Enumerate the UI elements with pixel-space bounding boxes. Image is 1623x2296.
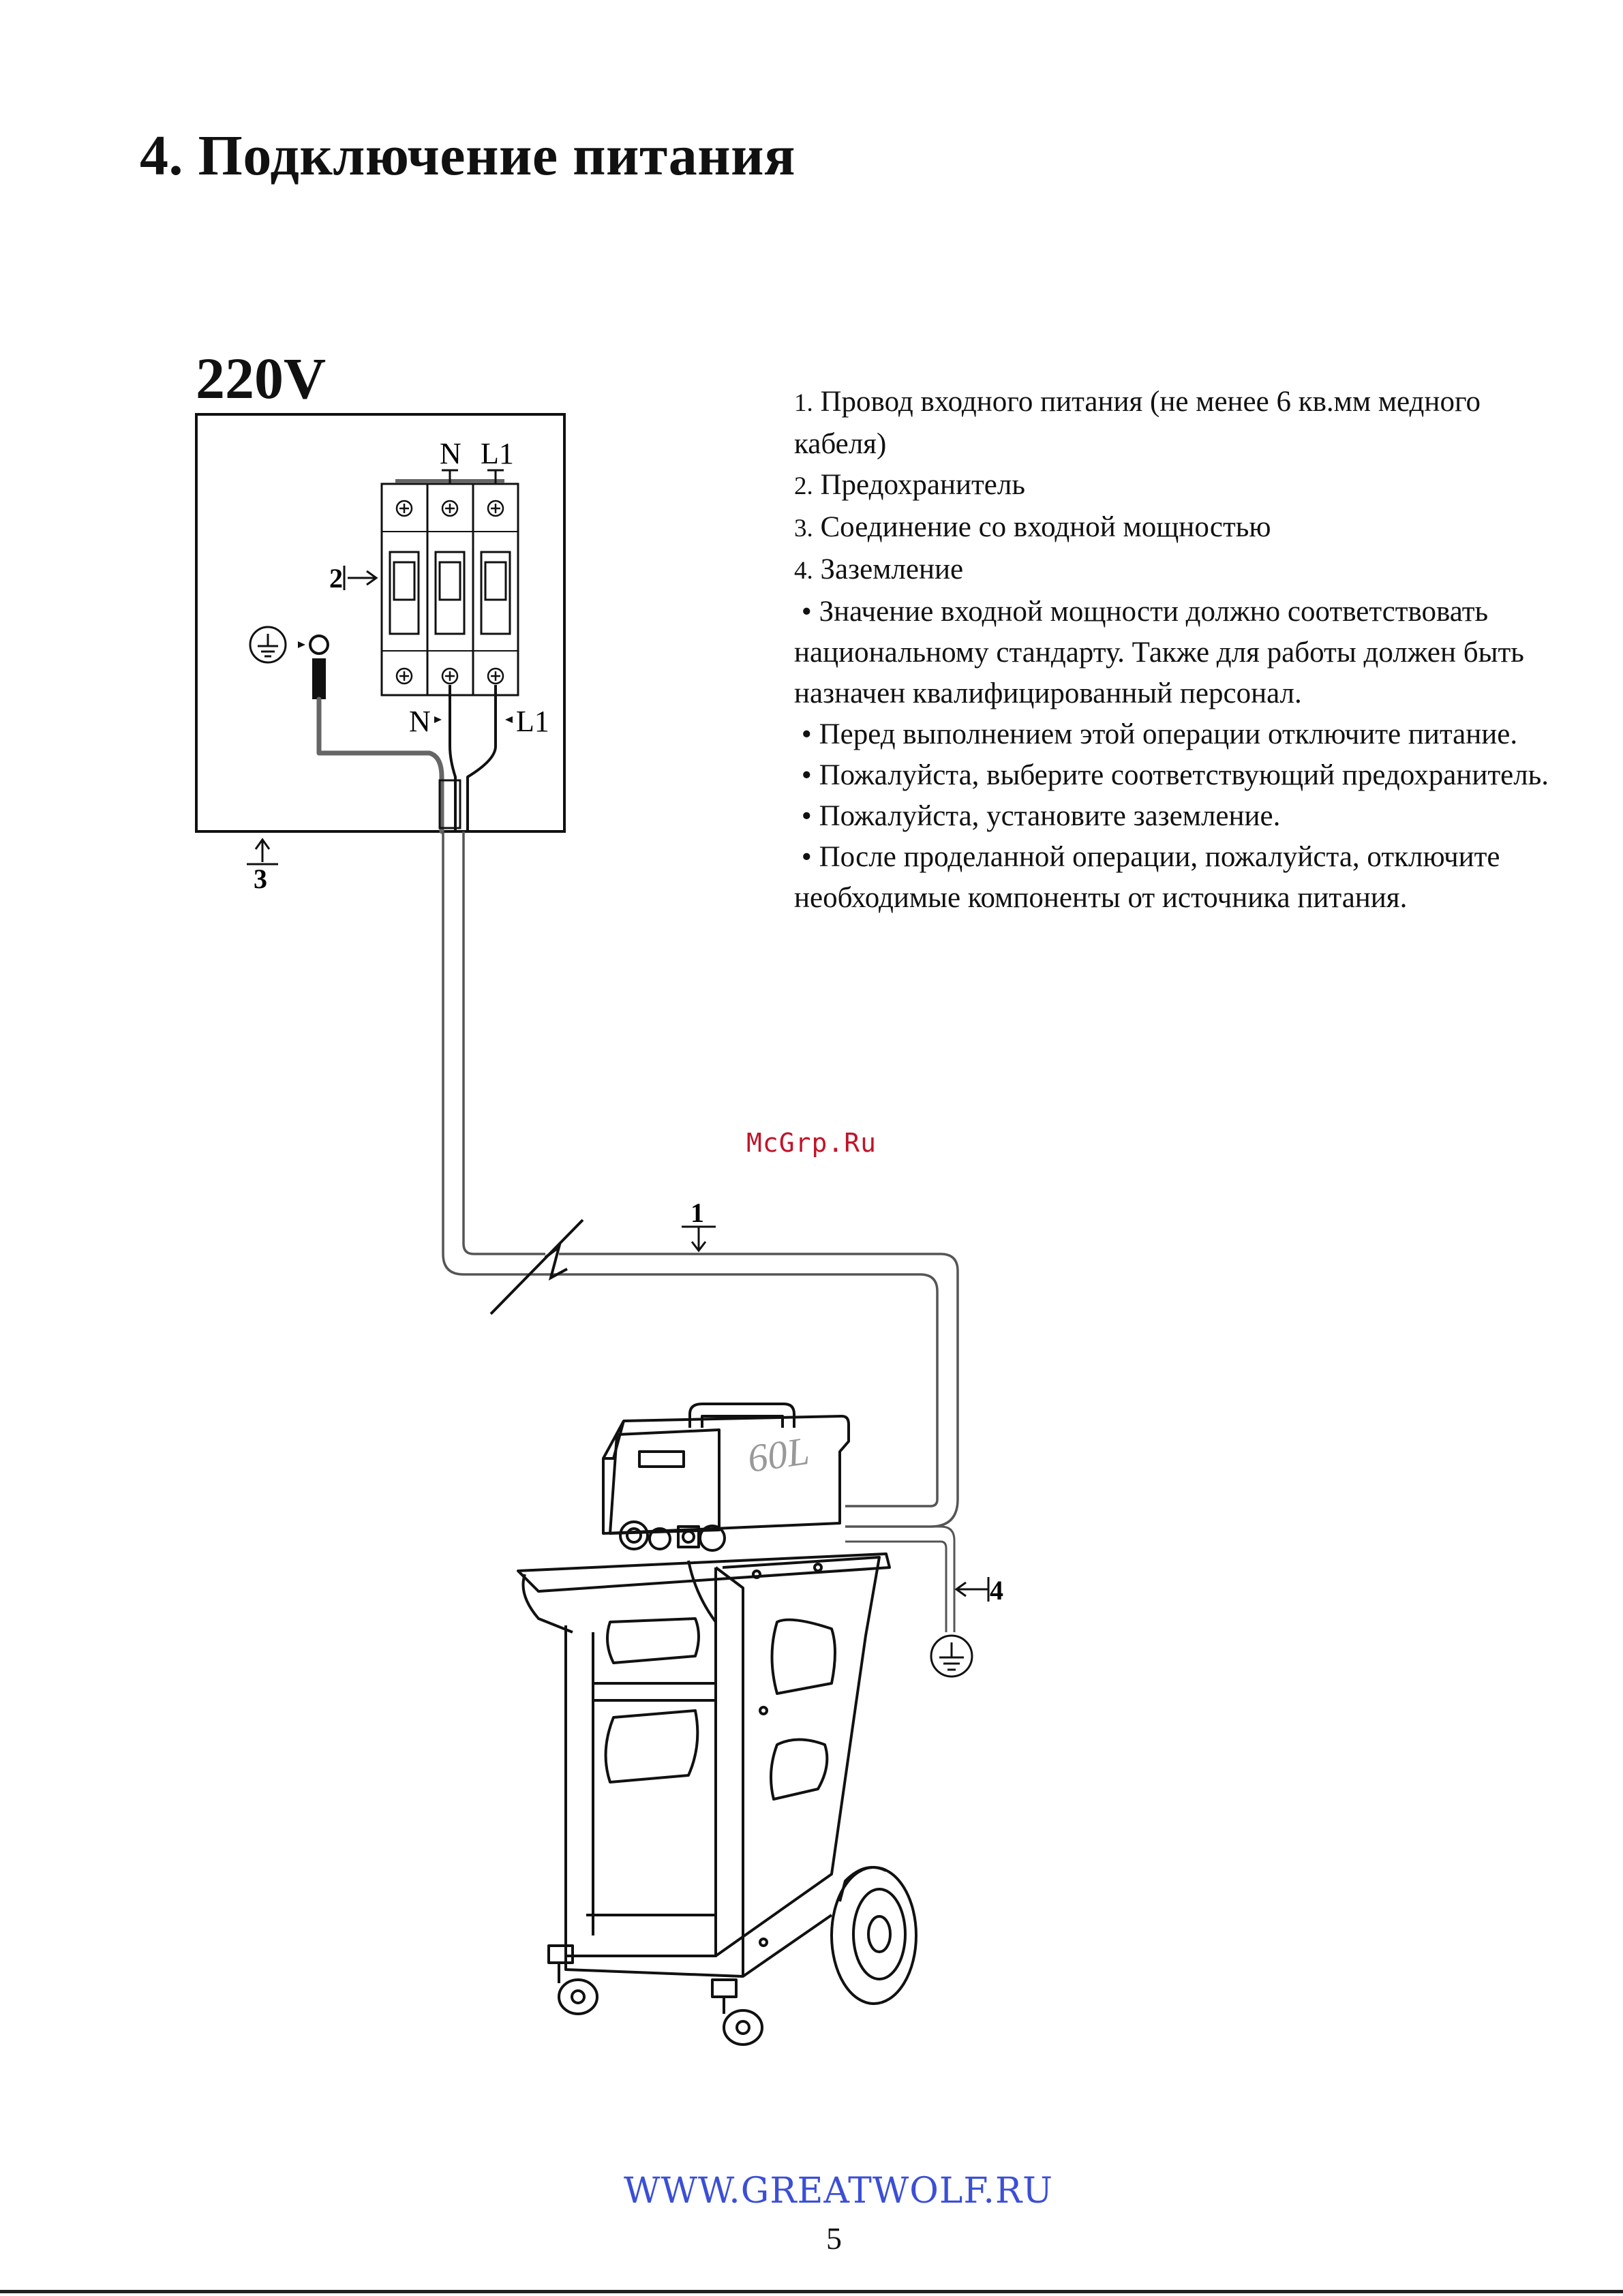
note-item: • Пожалуйста, выберите соответствующий п… (794, 759, 1549, 791)
instructions: 1. Провод входного питания (не менее 6 к… (794, 382, 1578, 919)
page-number: 5 (826, 2221, 842, 2256)
screw-icon (395, 500, 504, 685)
terminal-l1-bottom: L1 (516, 705, 549, 738)
distribution-box (195, 413, 566, 833)
legend-item: 4. Заземление (794, 553, 964, 585)
bottom-divider (0, 2290, 1623, 2293)
page-title: 4. Подключение питания (140, 124, 795, 187)
callout-3: 3 (254, 863, 267, 894)
callout-1: 1 (691, 1197, 704, 1228)
welding-machine (517, 1403, 917, 2046)
terminal-l1-top: L1 (481, 437, 514, 470)
legend-item: 2. Предохранитель (794, 469, 1025, 501)
machine-label: 60L (745, 1428, 812, 1481)
note-item: • Перед выполнением этой операции отключ… (794, 718, 1518, 750)
legend-item: 1. Провод входного питания (не менее 6 к… (794, 386, 1481, 460)
watermark: McGrp.Ru (746, 1128, 877, 1158)
terminal-n-top: N (440, 437, 461, 470)
ground-icon (249, 626, 287, 664)
legend-item: 3. Соединение со входной мощностью (794, 511, 1271, 543)
terminal-n-bottom: N (409, 705, 431, 738)
callout-2: 2 (329, 563, 343, 594)
website-link[interactable]: WWW.GREATWOLF.RU (624, 2171, 1053, 2211)
note-item: • Значение входной мощности должно соотв… (794, 596, 1524, 709)
callout-4: 4 (990, 1575, 1003, 1606)
note-item: • После проделанной операции, пожалуйста… (794, 841, 1500, 914)
voltage-label: 220V (196, 346, 327, 411)
note-item: • Пожалуйста, установите заземление. (794, 800, 1281, 832)
earth-ground-icon (930, 1634, 973, 1678)
